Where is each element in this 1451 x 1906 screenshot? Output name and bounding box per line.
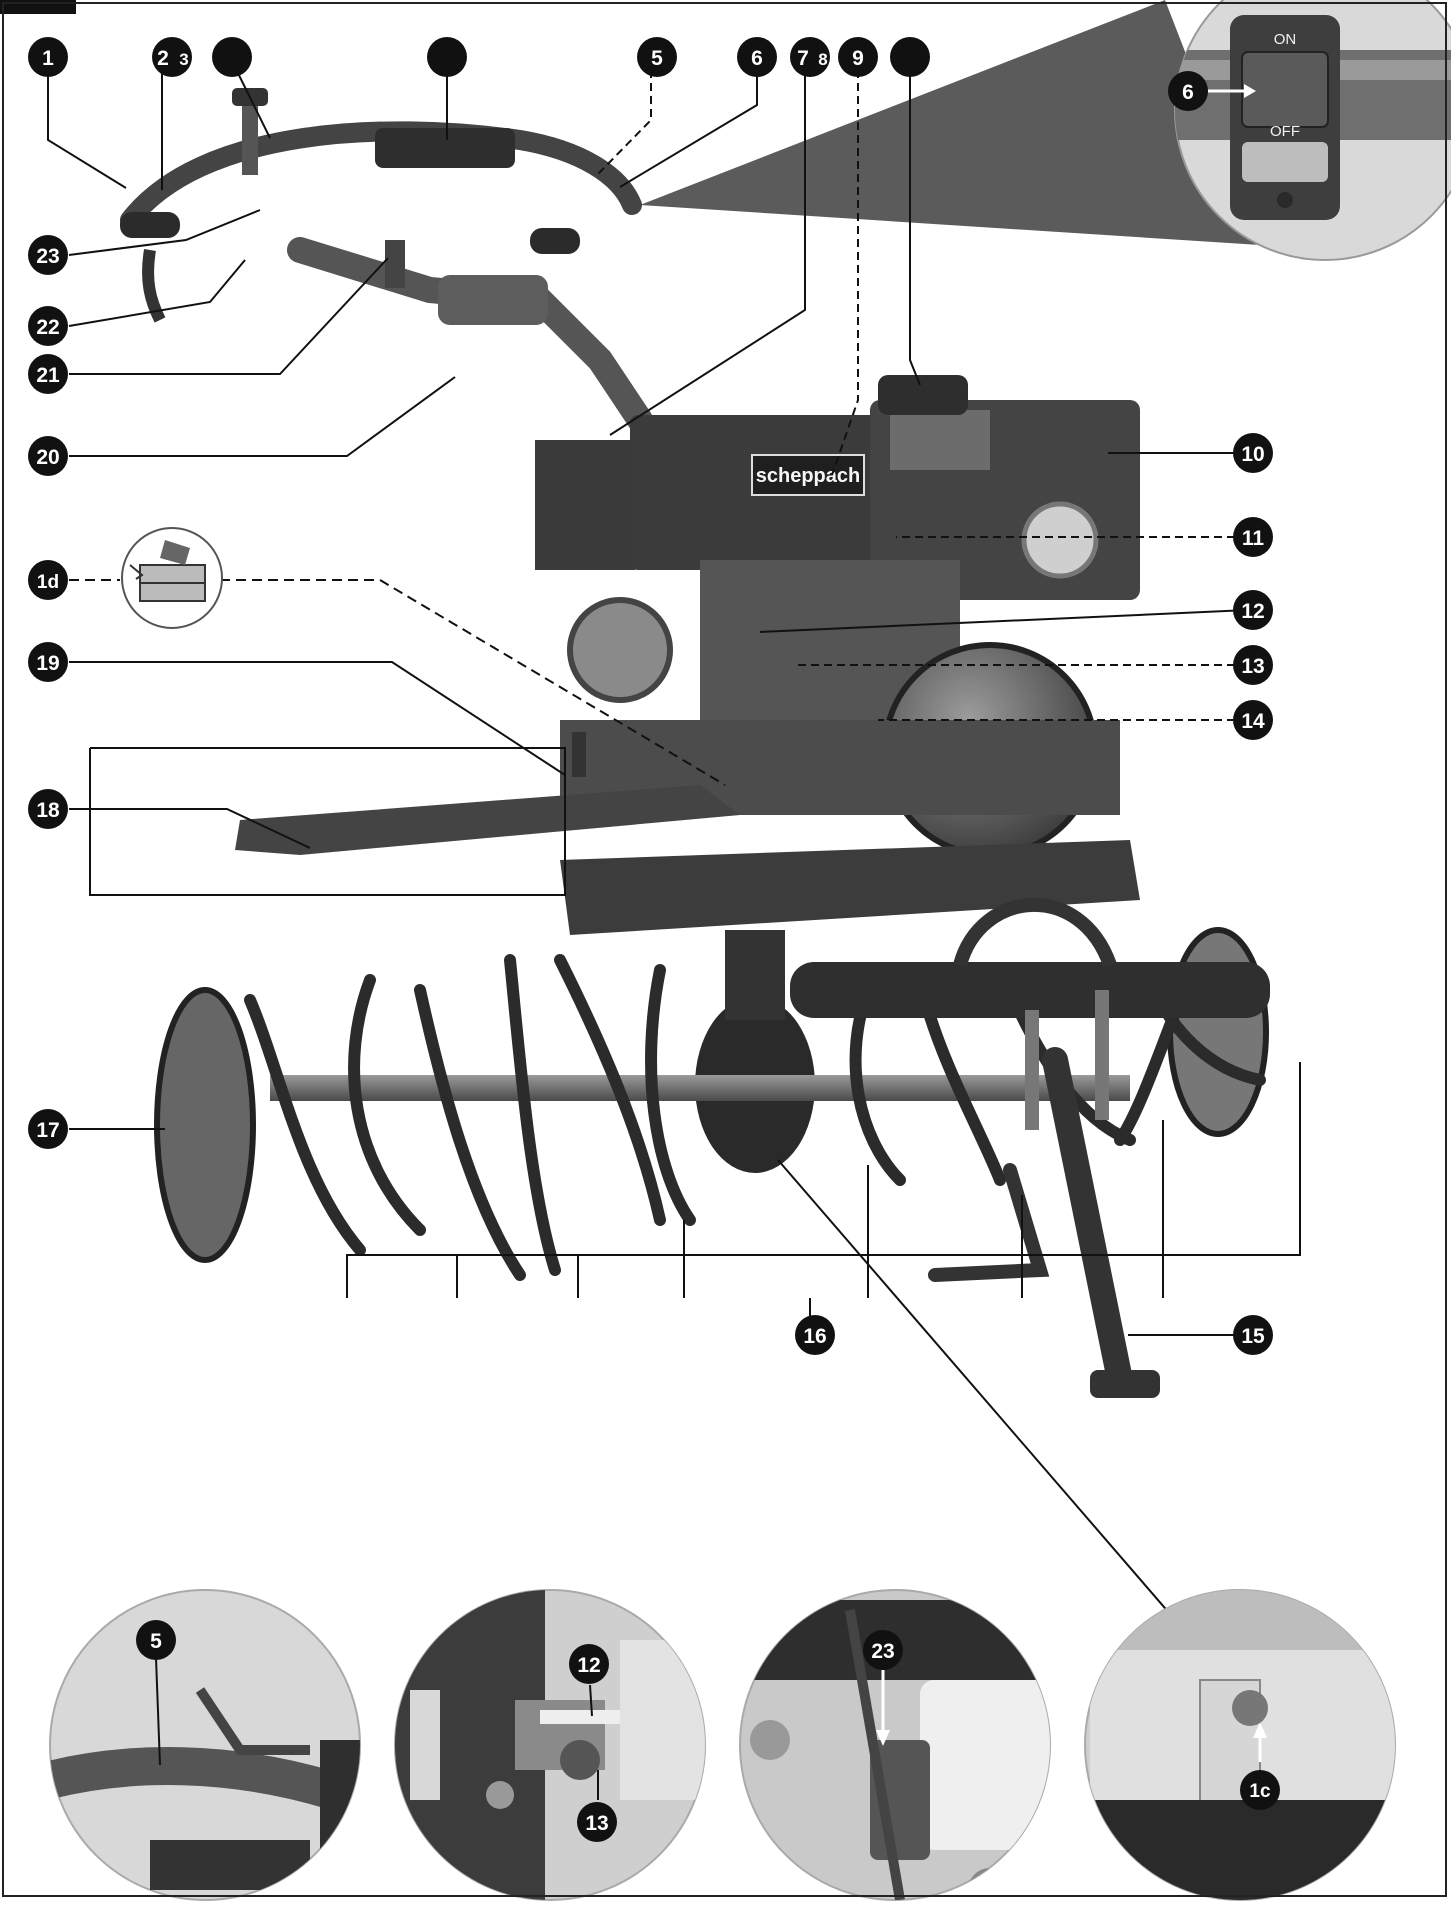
callout-blank-right: [890, 37, 930, 77]
detail-circle-5: 5: [49, 1589, 361, 1901]
svg-text:23: 23: [36, 245, 59, 268]
callout-4-blank: [212, 37, 252, 77]
callout-18: 18: [28, 789, 68, 829]
svg-text:7: 7: [797, 47, 809, 70]
svg-text:1d: 1d: [37, 572, 59, 593]
callout-19: 19: [28, 642, 68, 682]
callout-15: 15: [1233, 1315, 1273, 1355]
spring-right: [1095, 990, 1109, 1120]
svg-text:13: 13: [585, 1812, 608, 1835]
brand-label: scheppach: [756, 465, 860, 487]
adjust-crank: [928, 1163, 1050, 1282]
page-corner-tab: [0, 0, 76, 14]
svg-text:19: 19: [36, 652, 59, 675]
svg-text:14: 14: [1241, 710, 1265, 733]
hitch-arch: [953, 897, 1117, 968]
callout-5: 5: [637, 37, 677, 77]
svg-text:23: 23: [871, 1640, 894, 1663]
clutch-lever: [142, 249, 166, 323]
svg-text:12: 12: [1241, 600, 1264, 623]
crankcase-cover: [567, 597, 673, 703]
svg-text:8: 8: [818, 50, 827, 69]
detail-circle-23: 23: [739, 1589, 1051, 1901]
callout-17: 17: [28, 1109, 68, 1149]
right-grip: [530, 228, 580, 254]
svg-text:6: 6: [751, 47, 763, 70]
zoom-inset-switch: ON OFF 6: [640, 0, 1451, 261]
fender-plate: [235, 785, 740, 855]
handle-bracket: [438, 275, 548, 325]
detail-circle-1c: 1c: [1084, 1589, 1396, 1901]
left-protection-disc: [154, 987, 256, 1263]
svg-text:5: 5: [651, 47, 663, 70]
svg-text:6: 6: [1182, 81, 1194, 104]
handlebar-plate: [375, 128, 515, 168]
svg-text:15: 15: [1241, 1325, 1265, 1348]
callout-1d: 1d: [28, 560, 68, 600]
support-stand: [1042, 1047, 1133, 1393]
svg-text:18: 18: [36, 799, 60, 822]
callout-10: 10: [1233, 433, 1273, 473]
stand-foot: [1090, 1370, 1160, 1398]
left-grip: [120, 212, 180, 238]
muffler-outlet: [1021, 501, 1099, 579]
svg-text:21: 21: [36, 364, 60, 387]
callout-23: 23: [28, 235, 68, 275]
leader-lines: [47, 56, 1301, 1696]
svg-text:12: 12: [577, 1654, 600, 1677]
svg-text:2: 2: [157, 47, 169, 70]
tank-cap: [878, 375, 968, 415]
callout-16: 16: [795, 1315, 835, 1355]
callout-9: 9: [838, 37, 878, 77]
callout-1: 1: [28, 37, 68, 77]
svg-text:1: 1: [42, 47, 54, 70]
transport-bar: [790, 962, 1270, 1018]
callout-14: 14: [1233, 700, 1273, 740]
air-filter-housing: [535, 440, 635, 570]
svg-text:10: 10: [1241, 443, 1264, 466]
callout-blank-top: [427, 37, 467, 77]
callout-20: 20: [28, 436, 68, 476]
svg-text:1c: 1c: [1249, 1781, 1271, 1802]
tine-shaft: [270, 1075, 1130, 1101]
brand-plate: [751, 454, 865, 496]
svg-text:22: 22: [36, 316, 59, 339]
svg-text:9: 9: [852, 47, 864, 70]
switch-off-label: OFF: [1270, 123, 1300, 140]
svg-text:20: 20: [36, 446, 59, 469]
oil-fill-icon: [121, 527, 223, 629]
lower-fender: [560, 840, 1140, 935]
svg-text:13: 13: [1241, 655, 1264, 678]
callout-13: 13: [1233, 645, 1273, 685]
svg-text:3: 3: [179, 50, 188, 69]
svg-text:17: 17: [36, 1119, 59, 1142]
svg-text:16: 16: [803, 1325, 826, 1348]
spring-left: [1025, 1010, 1039, 1130]
svg-text:11: 11: [1242, 527, 1265, 550]
callout-6: 6: [737, 37, 777, 77]
callout-11: 11: [1233, 517, 1273, 557]
detail-circle-12-13: 12 13: [394, 1589, 706, 1901]
callout-zoom-6: 6: [1168, 71, 1208, 111]
tiller-illustration: scheppach 270 cc: [120, 88, 1270, 1398]
switch-on-label: ON: [1274, 31, 1297, 48]
callout-22: 22: [28, 306, 68, 346]
svg-text:5: 5: [150, 1630, 162, 1653]
zoom-wedge: [640, 0, 1260, 245]
callout-21: 21: [28, 354, 68, 394]
callout-12: 12: [1233, 590, 1273, 630]
